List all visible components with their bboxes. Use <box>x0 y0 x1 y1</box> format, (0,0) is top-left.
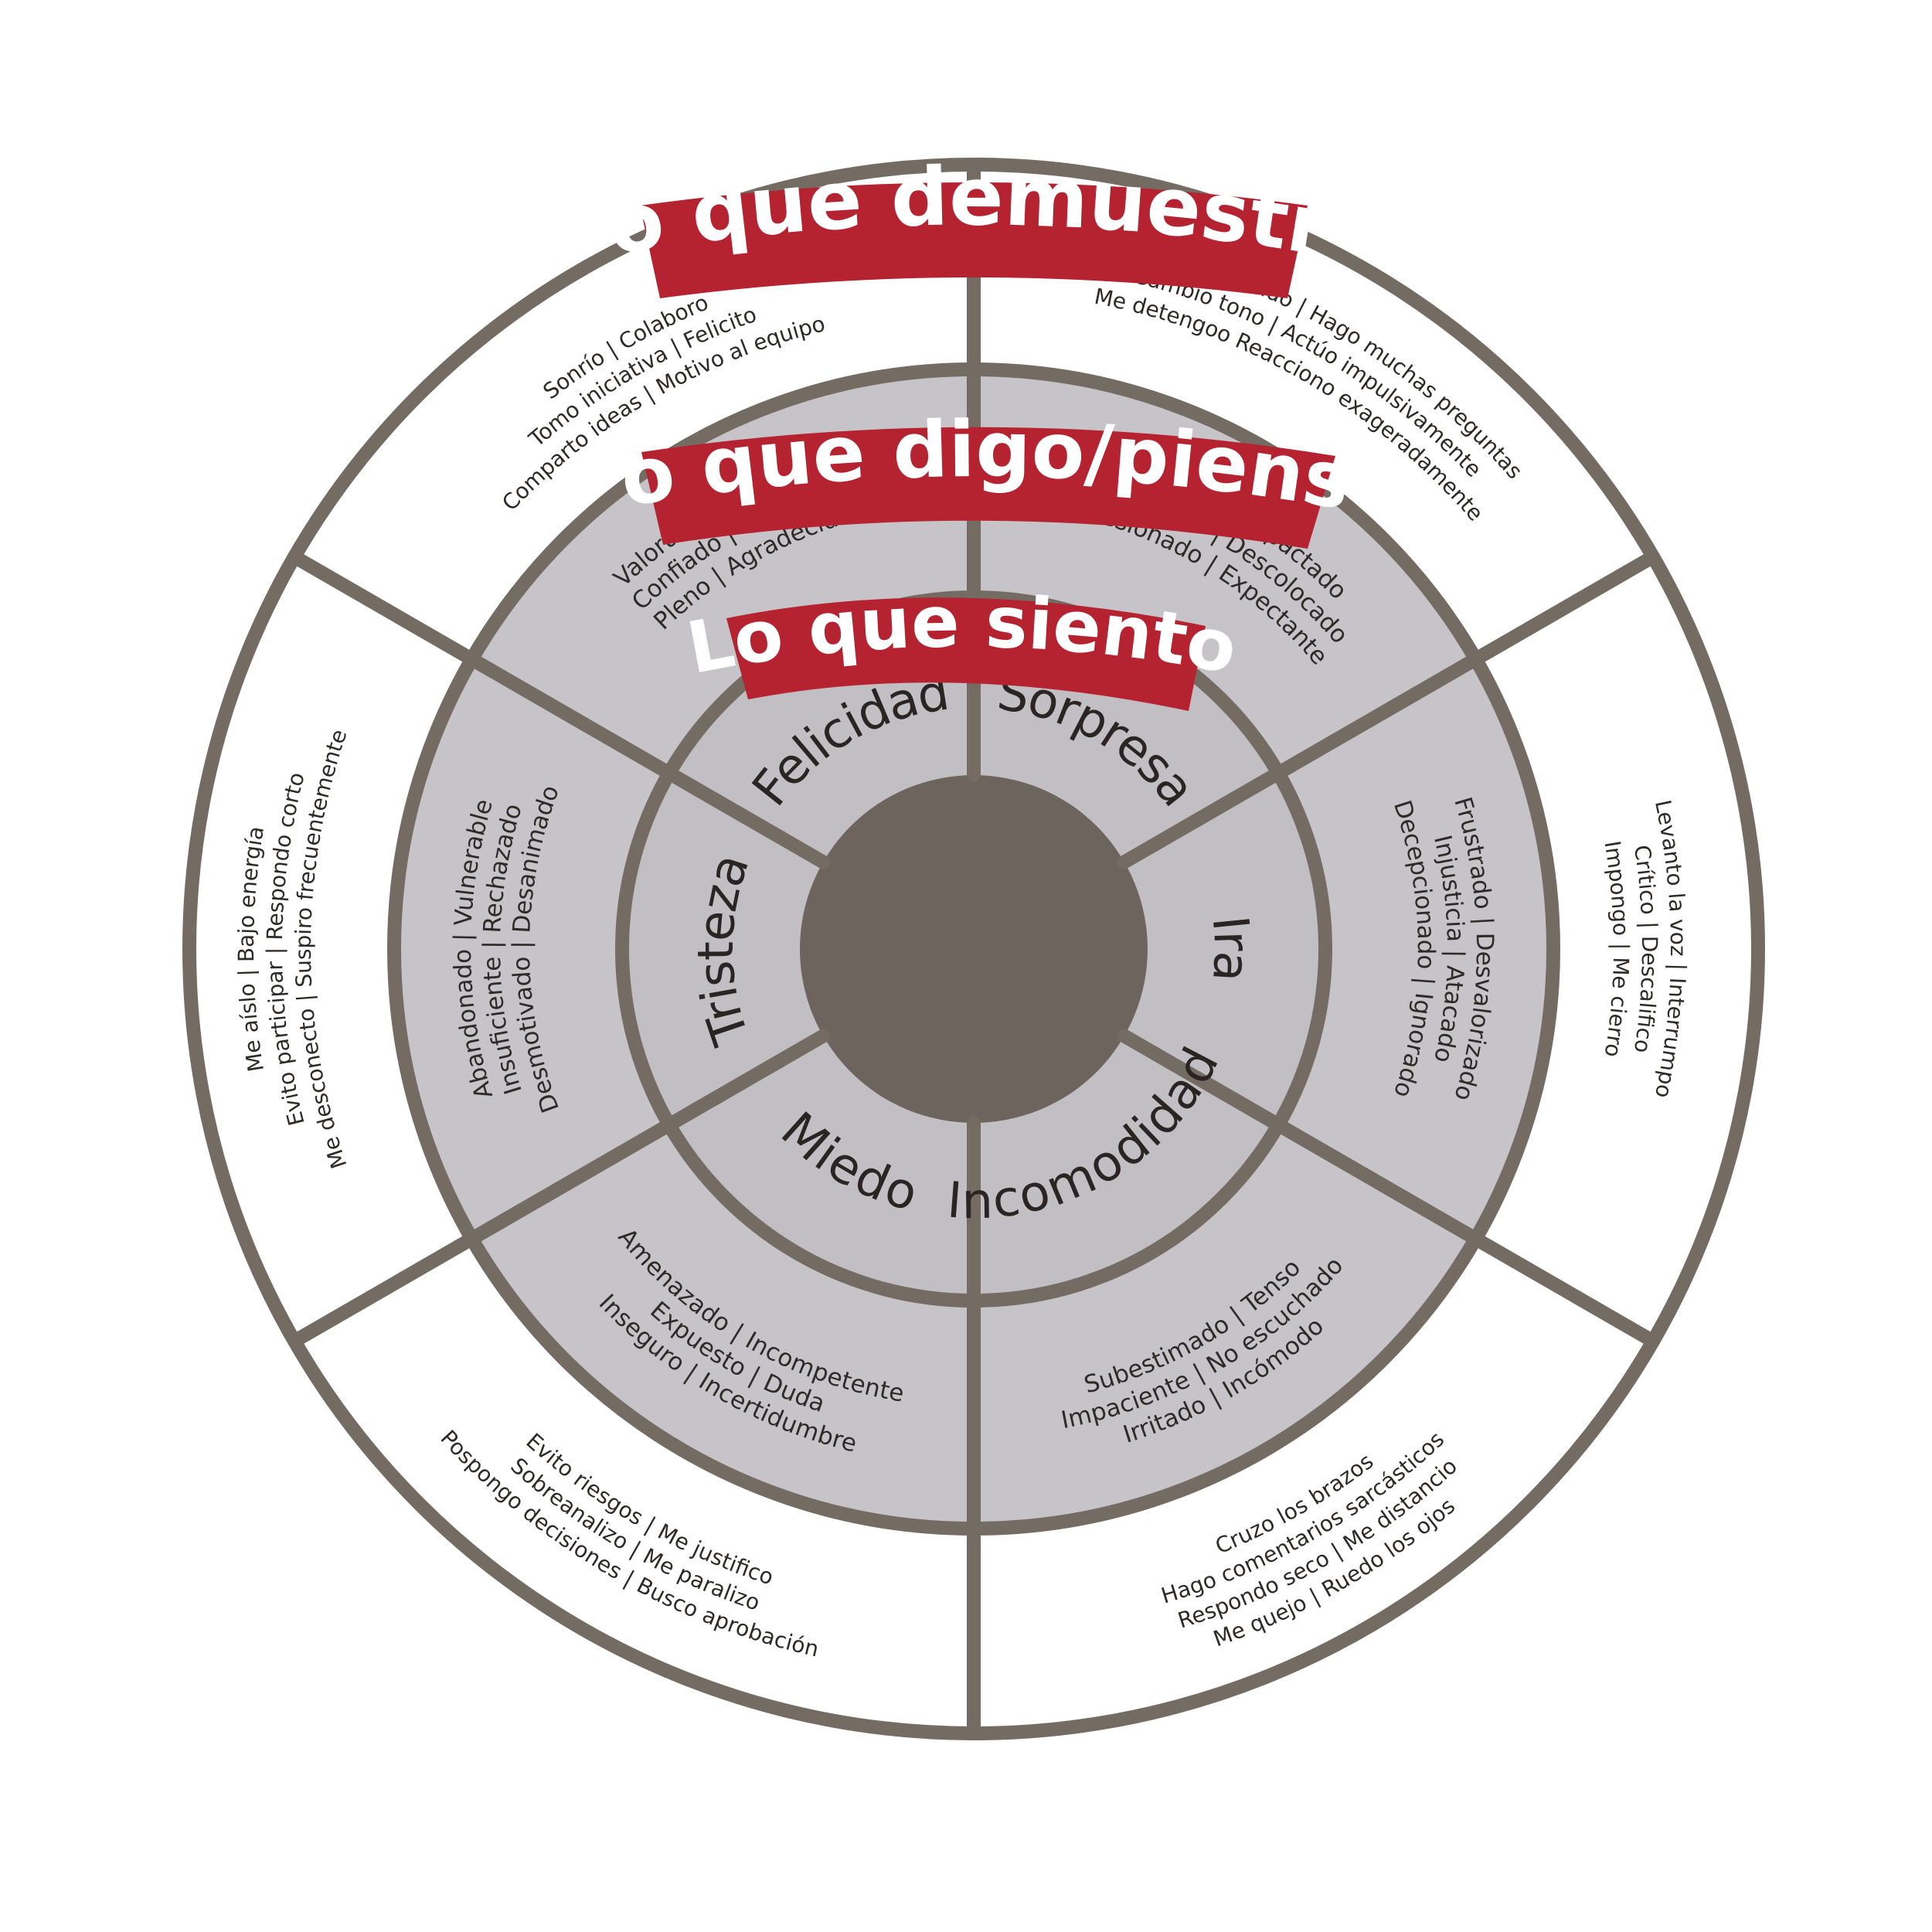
sector-divider <box>1117 549 1661 869</box>
sector-divider <box>1117 1029 1661 1349</box>
wheel-rings <box>182 158 1765 1740</box>
sector-divider <box>287 549 831 869</box>
center-hub <box>800 775 1148 1123</box>
sector-divider <box>287 1029 831 1349</box>
banner-lo-que-siento: Lo que siento <box>681 580 1243 711</box>
banner-middle-bg <box>641 427 1335 549</box>
banner-inner-bg <box>726 597 1206 711</box>
banner-outer-bg <box>640 182 1308 298</box>
emotion-label-ira: Ira <box>1201 913 1260 984</box>
